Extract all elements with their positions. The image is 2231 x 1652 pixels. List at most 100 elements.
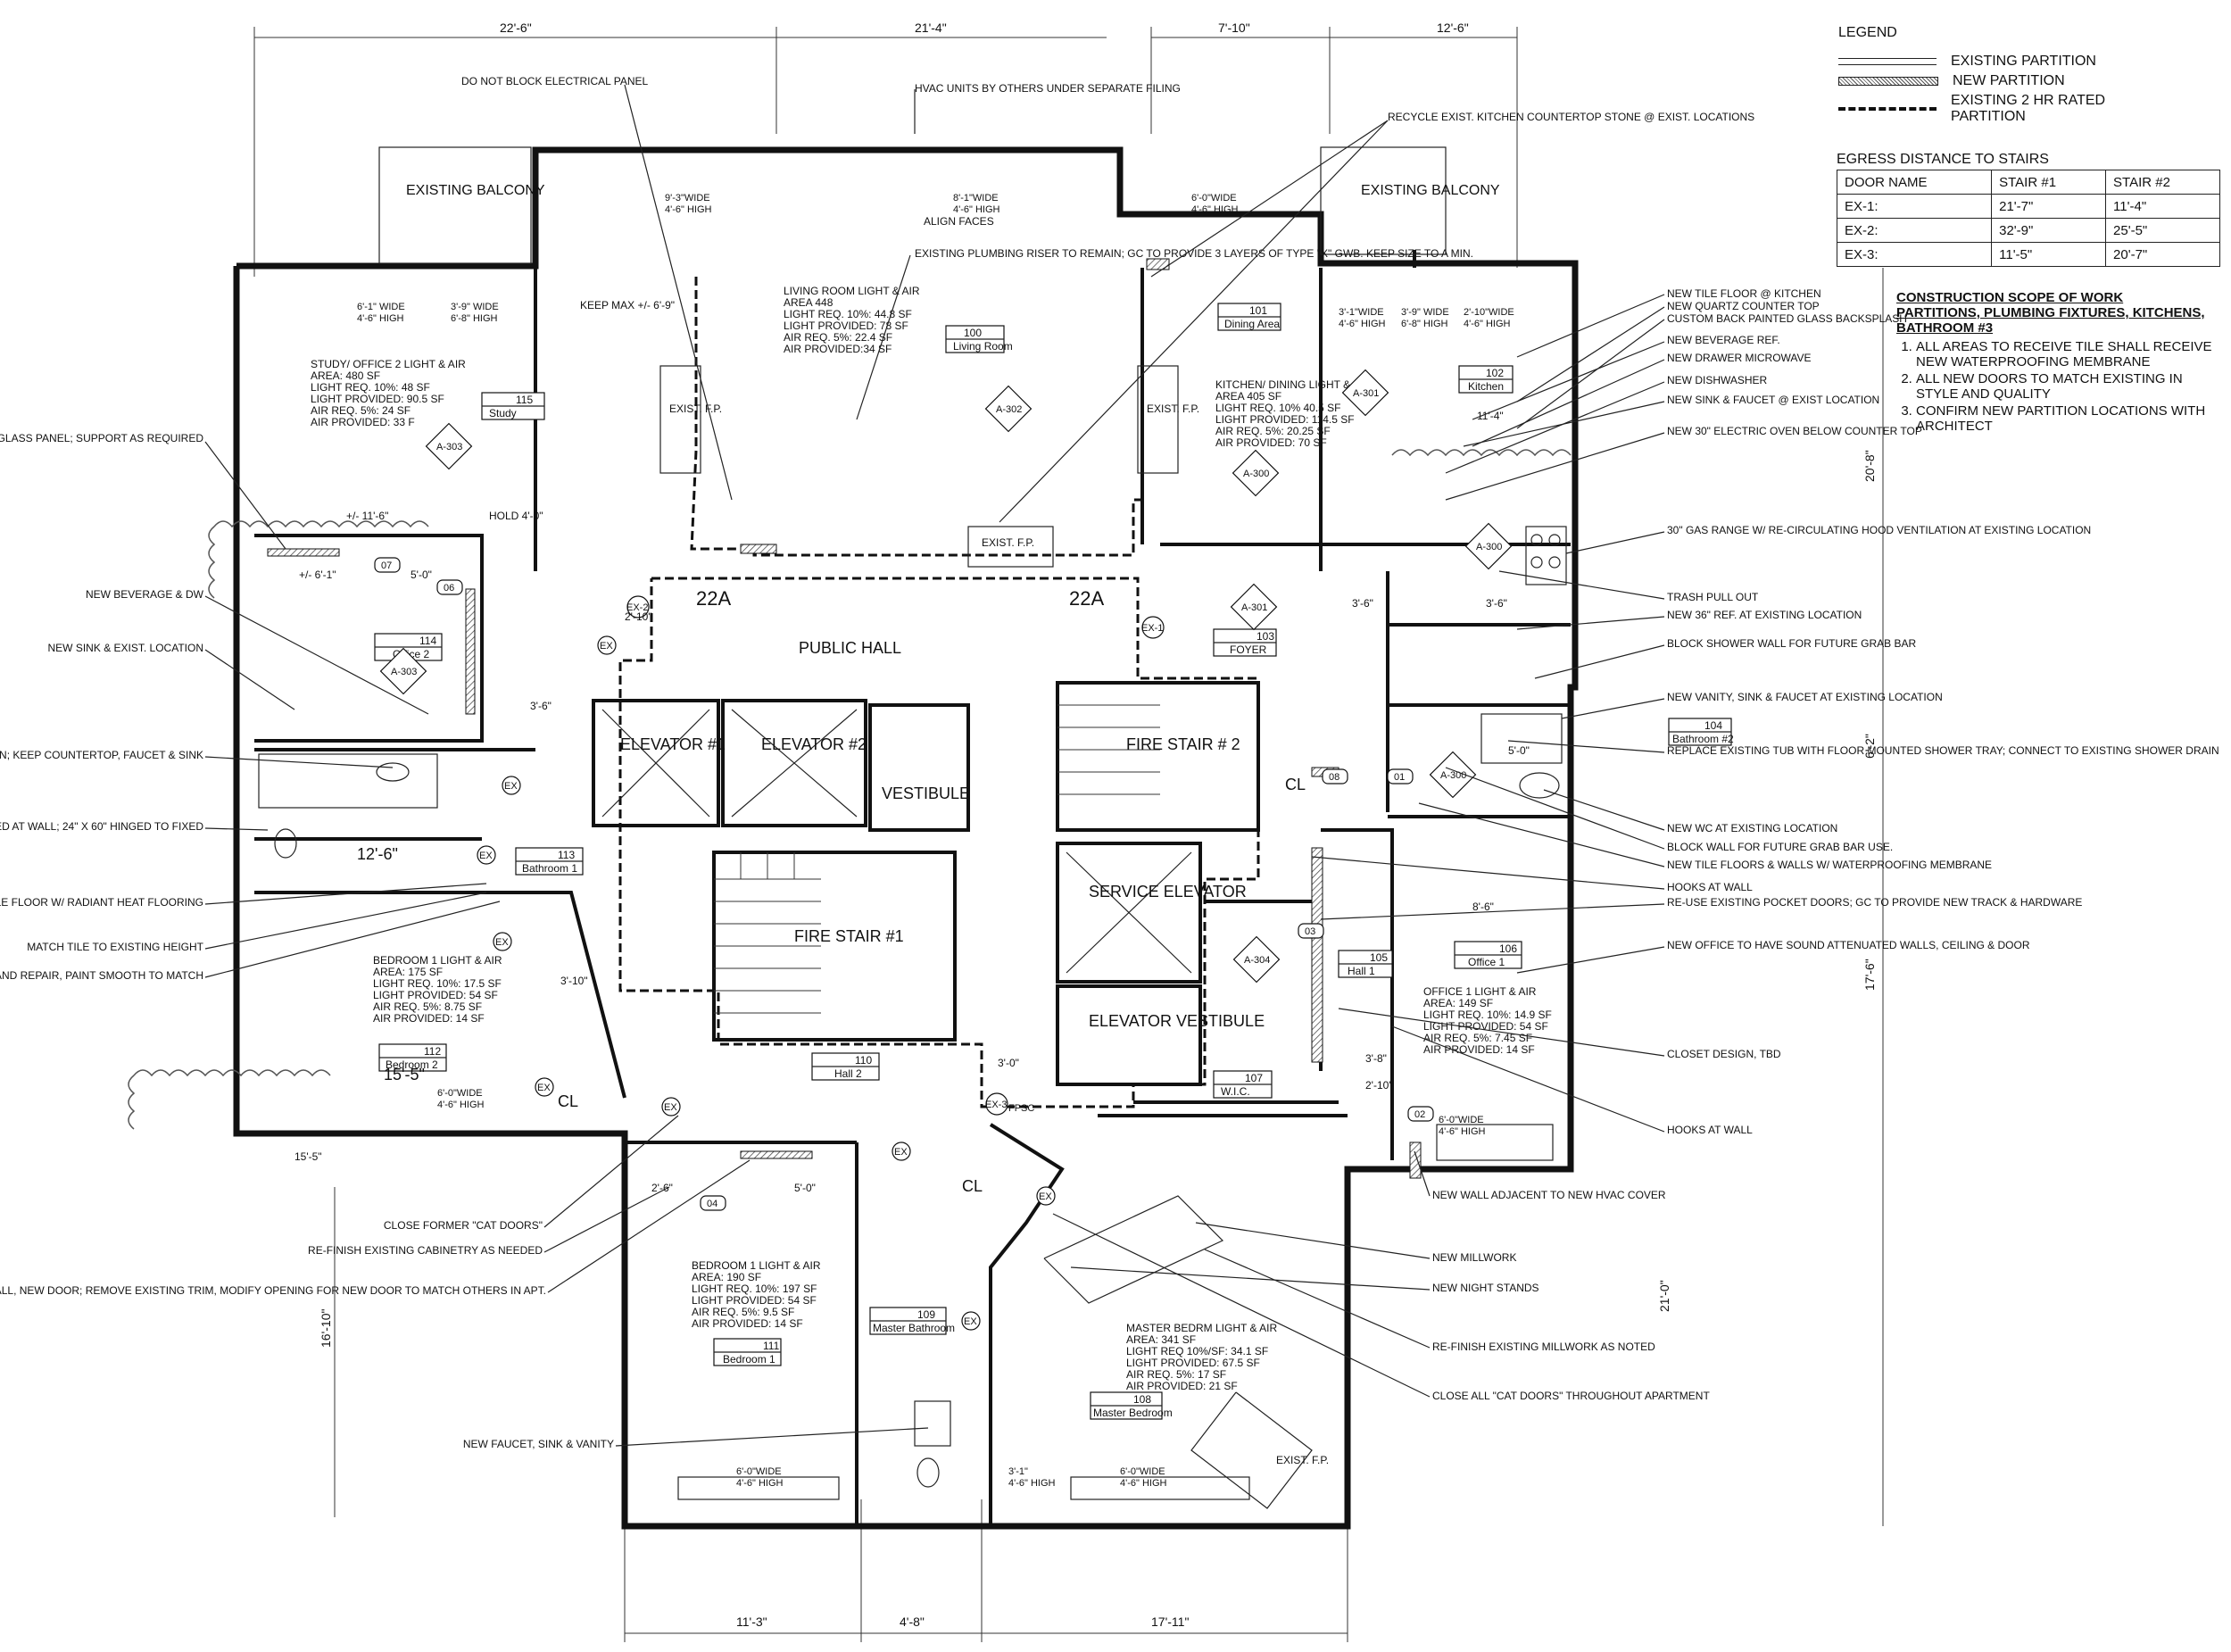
- svg-text:EX-2: EX-2: [626, 602, 648, 613]
- svg-text:100: 100: [964, 327, 982, 339]
- svg-text:LIGHT PROVIDED: 67.5 SF: LIGHT PROVIDED: 67.5 SF: [1126, 1357, 1260, 1369]
- svg-text:103: 103: [1256, 630, 1274, 643]
- svg-text:NEW FAUCET, SINK & VANITY: NEW FAUCET, SINK & VANITY: [463, 1438, 614, 1450]
- dim-right-a: 20'-8": [1862, 450, 1877, 482]
- svg-text:106: 106: [1499, 942, 1517, 955]
- svg-text:TRASH PULL OUT: TRASH PULL OUT: [1667, 591, 1759, 603]
- svg-text:Office 1: Office 1: [1468, 956, 1505, 968]
- svg-text:NEW QUARTZ COUNTER TOP: NEW QUARTZ COUNTER TOP: [1667, 300, 1820, 312]
- svg-text:NEW SLIDING PANELS ON HEADER T: NEW SLIDING PANELS ON HEADER TRACK W/ FL…: [0, 432, 203, 444]
- legend: LEGEND EXISTING PARTITION NEW PARTITION …: [1838, 25, 2231, 129]
- svg-text:LIGHT REQ. 10% 40.5 SF: LIGHT REQ. 10% 40.5 SF: [1215, 402, 1341, 414]
- svg-text:6'-0"WIDE: 6'-0"WIDE: [1439, 1115, 1484, 1125]
- svg-text:03: 03: [1305, 926, 1315, 937]
- svg-text:112: 112: [424, 1045, 441, 1058]
- svg-text:A-301: A-301: [1241, 602, 1267, 613]
- svg-text:6'-0"WIDE: 6'-0"WIDE: [736, 1466, 782, 1477]
- svg-text:107: 107: [1245, 1072, 1263, 1084]
- svg-text:3'-1": 3'-1": [1008, 1466, 1028, 1477]
- svg-text:A-302: A-302: [996, 404, 1022, 415]
- svg-text:Bathroom #2: Bathroom #2: [1672, 733, 1734, 745]
- svg-text:LIGHT PROVIDED: 54 SF: LIGHT PROVIDED: 54 SF: [692, 1294, 817, 1307]
- fpsc-label: FPSC: [1008, 1103, 1034, 1114]
- fire-stair1-label: FIRE STAIR #1: [794, 927, 904, 945]
- table-row: EX-1: 21'-7" 11'-4": [1836, 194, 2220, 219]
- elevator-vestibule-label: ELEVATOR VESTIBULE: [1089, 1012, 1265, 1030]
- svg-text:08: 08: [1329, 772, 1339, 783]
- svg-text:3'-10": 3'-10": [560, 975, 588, 987]
- balcony-left-label: EXISTING BALCONY: [406, 183, 545, 198]
- table-row: EX-3: 11'-5" 20'-7": [1836, 242, 2220, 267]
- new-partition-swatch: [1838, 77, 1938, 86]
- svg-text:NEW WALL, NEW DOOR; REMOVE EXI: NEW WALL, NEW DOOR; REMOVE EXISTING TRIM…: [0, 1284, 546, 1297]
- dim-top-2: 21'-4": [915, 21, 947, 35]
- egress-grid: DOOR NAME STAIR #1 STAIR #2 EX-1: 21'-7"…: [1836, 170, 2220, 267]
- svg-text:NEW 30" ELECTRIC OVEN BELOW CO: NEW 30" ELECTRIC OVEN BELOW COUNTER TOP: [1667, 425, 1922, 437]
- svg-text:2'-6": 2'-6": [651, 1182, 673, 1194]
- svg-text:NEW BEVERAGE & DW: NEW BEVERAGE & DW: [86, 588, 204, 601]
- svg-text:8'-6": 8'-6": [1472, 901, 1494, 913]
- svg-text:BEDROOM 1 LIGHT & AIR: BEDROOM 1 LIGHT & AIR: [692, 1259, 821, 1272]
- fireplace-label-2: EXIST. F.P.: [982, 536, 1034, 549]
- svg-text:Master Bathroom: Master Bathroom: [873, 1322, 955, 1334]
- svg-text:A-300: A-300: [1440, 770, 1466, 781]
- closet-label-1: CL: [1285, 776, 1306, 793]
- table-cell: 21'-7": [1991, 194, 2107, 219]
- table-header-cell: STAIR #1: [1991, 170, 2107, 195]
- svg-text:3'-9" WIDE: 3'-9" WIDE: [1401, 307, 1449, 318]
- svg-text:6'-0"WIDE: 6'-0"WIDE: [1120, 1466, 1165, 1477]
- notes-right: NEW TILE FLOOR @ KITCHEN NEW QUARTZ COUN…: [1052, 287, 2219, 1402]
- svg-text:STUDY/ OFFICE 2 LIGHT & AIR: STUDY/ OFFICE 2 LIGHT & AIR: [311, 358, 466, 370]
- svg-text:A-300: A-300: [1476, 542, 1502, 552]
- svg-text:OFFICE 1 LIGHT & AIR: OFFICE 1 LIGHT & AIR: [1423, 985, 1537, 998]
- svg-text:NEW SHOWER GLASS AT TUB. 24" X: NEW SHOWER GLASS AT TUB. 24" X 60" FIXED…: [0, 820, 203, 833]
- svg-text:A-303: A-303: [436, 442, 462, 452]
- closet-label-3: CL: [962, 1177, 983, 1195]
- svg-text:AIR REQ. 5%: 8.75 SF: AIR REQ. 5%: 8.75 SF: [373, 1000, 482, 1013]
- elevator2-label: ELEVATOR #2: [761, 735, 867, 753]
- svg-text:AIR PROVIDED: 33 F: AIR PROVIDED: 33 F: [311, 416, 415, 428]
- svg-text:RE-USE EXISTING POCKET DOORS;: RE-USE EXISTING POCKET DOORS; GC TO PROV…: [1667, 896, 2082, 909]
- svg-text:111: 111: [763, 1340, 780, 1352]
- svg-text:5'-0": 5'-0": [411, 569, 432, 581]
- svg-text:4'-6" HIGH: 4'-6" HIGH: [1120, 1478, 1167, 1489]
- scope-subheading: PARTITIONS, PLUMBING FIXTURES, KITCHENS,…: [1896, 305, 2205, 336]
- svg-text:+/- 6'-1": +/- 6'-1": [299, 569, 336, 581]
- fire-stair2-label: FIRE STAIR # 2: [1126, 735, 1240, 753]
- svg-text:4'-6" HIGH: 4'-6" HIGH: [736, 1478, 784, 1489]
- svg-text:105: 105: [1370, 951, 1388, 964]
- svg-text:NEW SINK & EXIST. LOCATION: NEW SINK & EXIST. LOCATION: [48, 642, 203, 654]
- svg-text:4'-6" HIGH: 4'-6" HIGH: [665, 204, 712, 215]
- dim-left-a: 16'-10": [319, 1309, 333, 1348]
- notes-left: NEW SLIDING PANELS ON HEADER TRACK W/ FL…: [0, 432, 929, 1450]
- svg-text:EX: EX: [894, 1147, 908, 1158]
- svg-text:ALIGN FACES: ALIGN FACES: [924, 215, 994, 228]
- svg-text:AREA: 175 SF: AREA: 175 SF: [373, 966, 443, 978]
- svg-text:W.I.C.: W.I.C.: [1221, 1085, 1250, 1098]
- svg-text:MASTER BEDRM LIGHT & AIR: MASTER BEDRM LIGHT & AIR: [1126, 1322, 1277, 1334]
- dim-bottom-1: 11'-3": [736, 1615, 767, 1629]
- svg-text:A-303: A-303: [391, 667, 417, 677]
- svg-text:3'-0": 3'-0": [998, 1057, 1019, 1069]
- svg-text:109: 109: [917, 1308, 935, 1321]
- table-header-row: DOOR NAME STAIR #1 STAIR #2: [1836, 170, 2220, 195]
- svg-text:AREA: 341 SF: AREA: 341 SF: [1126, 1333, 1196, 1346]
- scope-list: ALL AREAS TO RECEIVE TILE SHALL RECEIVE …: [1896, 339, 2227, 434]
- rated-partition-swatch: [1838, 107, 1937, 111]
- dim-top-3: 7'-10": [1218, 21, 1250, 35]
- svg-text:KEEP MAX +/- 6'-9": KEEP MAX +/- 6'-9": [580, 299, 675, 311]
- svg-text:Bathroom 1: Bathroom 1: [522, 862, 577, 875]
- svg-text:4'-6" HIGH: 4'-6" HIGH: [1191, 204, 1239, 215]
- table-header-cell: DOOR NAME: [1836, 170, 1993, 195]
- bottom-dimensions: 11'-3" 4'-8" 17'-11": [624, 1499, 1348, 1642]
- svg-text:AIR REQ. 5%: 22.4 SF: AIR REQ. 5%: 22.4 SF: [784, 331, 892, 344]
- svg-text:AIR PROVIDED: 14 SF: AIR PROVIDED: 14 SF: [692, 1317, 803, 1330]
- svg-text:LIGHT REQ. 10%: 197 SF: LIGHT REQ. 10%: 197 SF: [692, 1283, 817, 1295]
